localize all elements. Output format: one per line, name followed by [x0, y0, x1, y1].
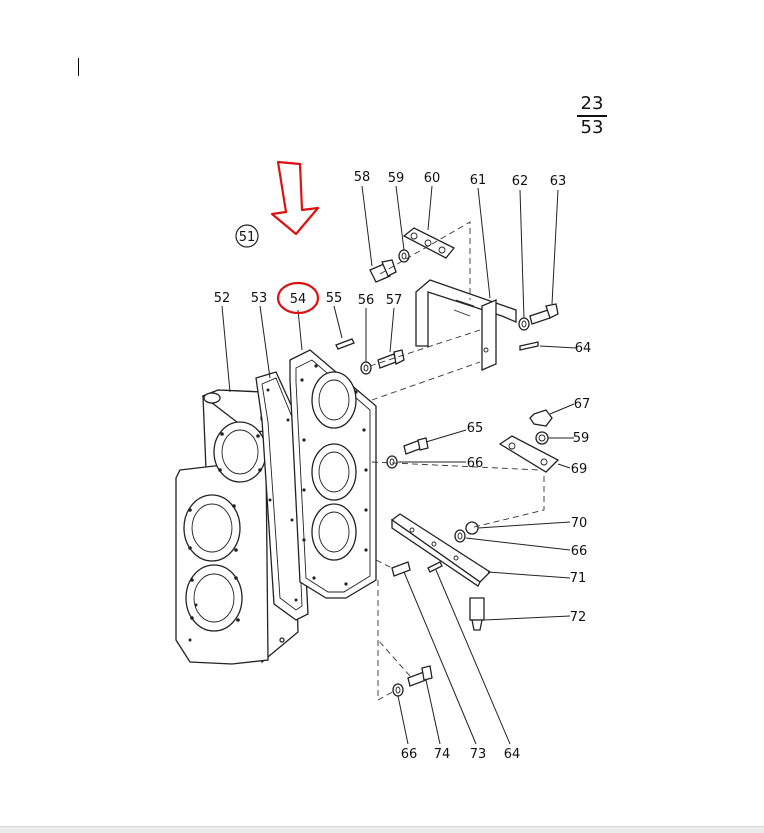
label-62: 62 [512, 174, 529, 189]
pin-55 [335, 338, 355, 350]
label-67: 67 [574, 397, 591, 412]
pin-64b [427, 561, 443, 573]
label-64-top: 64 [575, 341, 592, 356]
page-fraction-numerator: 23 [580, 93, 604, 114]
label-53: 53 [251, 291, 268, 306]
leader-lines [221, 185, 577, 745]
part-labels: 51 52 53 54 55 56 57 58 59 60 61 62 63 6… [214, 170, 592, 762]
label-60: 60 [424, 171, 441, 186]
label-66-a: 66 [467, 456, 484, 471]
label-63: 63 [550, 174, 567, 189]
stud-73 [391, 561, 411, 577]
label-73: 73 [470, 747, 487, 762]
label-70: 70 [571, 516, 588, 531]
bolt-65 [403, 437, 429, 455]
label-54: 54 [290, 292, 307, 307]
label-59-b: 59 [573, 431, 590, 446]
label-65: 65 [467, 421, 484, 436]
bracket-61 [415, 279, 517, 371]
bracket-71 [390, 513, 492, 587]
washer-62 [518, 317, 530, 331]
label-55: 55 [326, 291, 343, 306]
label-64-bottom: 64 [504, 747, 521, 762]
nut-70 [465, 521, 479, 535]
washer-66b [454, 529, 466, 543]
washer-56 [360, 361, 372, 375]
label-57: 57 [386, 293, 403, 308]
washer-59b [535, 431, 549, 445]
red-down-arrow [270, 160, 320, 236]
nut-67 [529, 409, 553, 427]
label-59: 59 [388, 171, 405, 186]
label-66-c: 66 [401, 747, 418, 762]
label-58: 58 [354, 170, 371, 185]
label-74: 74 [434, 747, 451, 762]
label-56: 56 [358, 293, 375, 308]
label-72: 72 [570, 610, 587, 625]
plate-69 [498, 435, 560, 473]
assembly-lines [369, 221, 545, 701]
page-fraction-denominator: 53 [580, 117, 604, 138]
circle-51 [235, 224, 259, 248]
bolt-72 [469, 597, 485, 631]
cover-plate [289, 349, 377, 599]
fraction-bar [577, 115, 607, 117]
label-66-b: 66 [571, 544, 588, 559]
highlight-circle-54 [276, 281, 320, 315]
label-69: 69 [571, 462, 588, 477]
plug-58 [369, 259, 397, 283]
washer-66 [386, 455, 398, 469]
page-fraction: 23 53 [576, 94, 608, 138]
label-71: 71 [570, 571, 587, 586]
label-52: 52 [214, 291, 231, 306]
bolt-63 [529, 303, 559, 325]
label-61: 61 [470, 173, 487, 188]
washer-59 [398, 249, 410, 263]
window-bottom-edge [0, 826, 764, 833]
label-51: 51 [239, 230, 256, 245]
pin-64 [519, 341, 539, 351]
bolt-74 [407, 665, 433, 687]
washer-66c [392, 683, 404, 697]
text-cursor [78, 58, 79, 76]
strap-60 [402, 227, 456, 259]
bolt-57 [377, 349, 405, 369]
